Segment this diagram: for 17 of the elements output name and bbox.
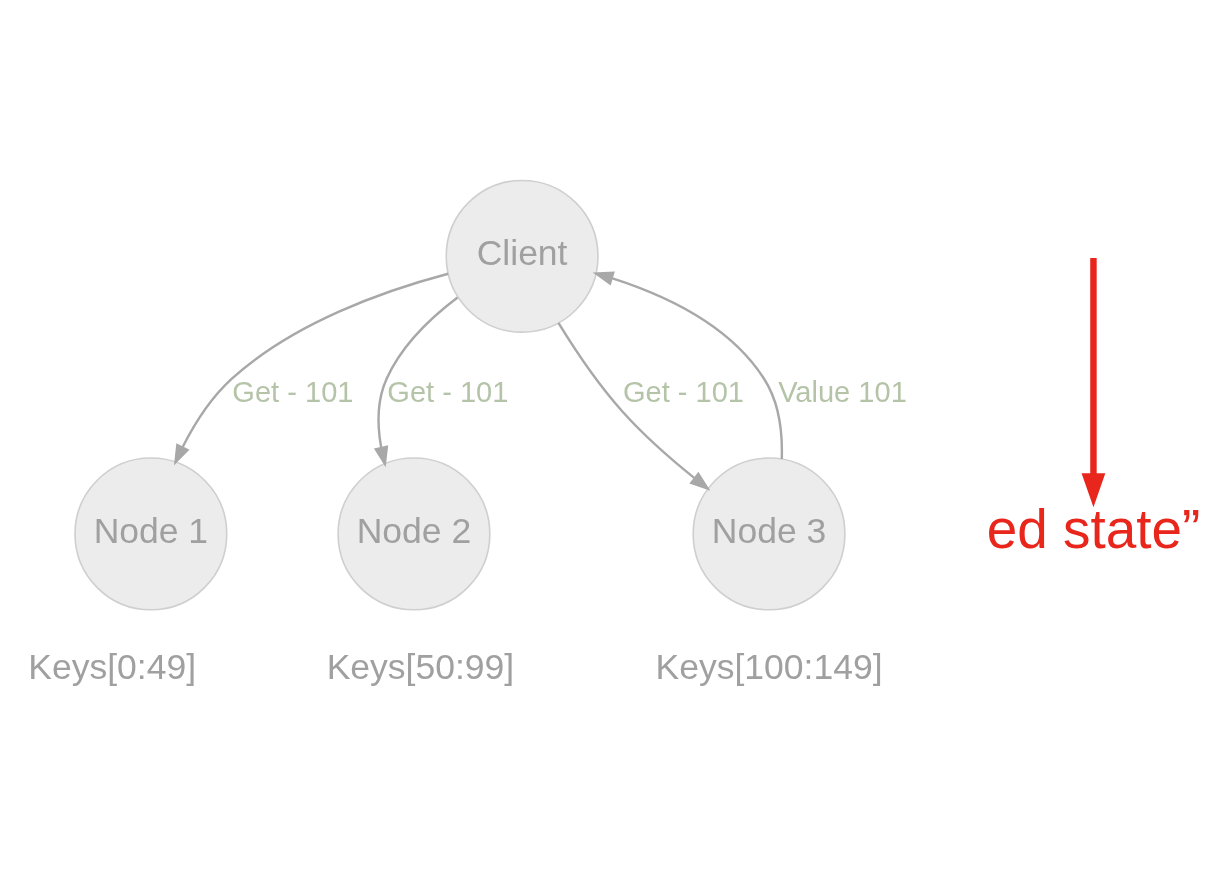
node-text: ed state”	[986, 497, 1201, 560]
edge-label: Value 101	[778, 375, 907, 408]
edge-label: Get - 101	[232, 375, 354, 408]
node-label: Keys[100:149]	[655, 646, 883, 687]
arrow	[1081, 257, 1106, 507]
arrow	[373, 296, 459, 467]
edge-label: Get - 101	[387, 375, 509, 408]
node-label: Keys[0:49]	[28, 646, 197, 687]
edge-label: Get - 101	[622, 375, 745, 408]
arrow	[173, 272, 449, 465]
arrow	[592, 270, 784, 459]
node-label: Keys[50:99]	[326, 646, 515, 687]
node-circle: Node 1	[74, 456, 228, 611]
node-circle: Node 3	[692, 456, 846, 611]
node-circle: Client	[445, 179, 599, 333]
node-circle: Node 2	[337, 456, 491, 611]
arrow	[557, 321, 711, 491]
